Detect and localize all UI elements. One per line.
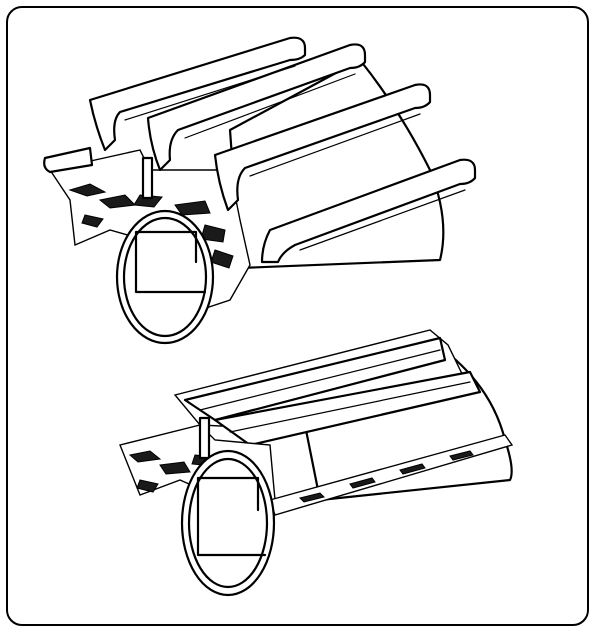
lower-pipe-outer <box>180 449 276 597</box>
upper-gutter-3 <box>213 83 432 212</box>
upper-tie-rod <box>141 156 154 200</box>
lower-assembly <box>119 329 514 597</box>
lower-pipe-interior <box>196 476 267 557</box>
lower-rail-texture <box>299 450 474 503</box>
upper-gutter-4 <box>260 158 477 264</box>
lower-channel-1 <box>183 336 447 422</box>
upper-gutter-1 <box>88 36 307 152</box>
lower-tie-rod <box>198 416 211 460</box>
upper-front-rail <box>43 146 94 174</box>
upper-rough-texture-1 <box>68 183 234 269</box>
upper-gutter-lines <box>124 65 466 251</box>
lower-channel-lines <box>199 349 471 433</box>
upper-pipe-interior <box>134 230 207 294</box>
lower-pipe-inner <box>187 457 269 589</box>
lower-channel-2 <box>213 370 482 447</box>
upper-pipe-outer <box>115 209 215 345</box>
upper-gutter-2 <box>146 43 367 172</box>
upper-pipe-inner <box>122 216 208 338</box>
upper-assembly <box>43 36 477 345</box>
